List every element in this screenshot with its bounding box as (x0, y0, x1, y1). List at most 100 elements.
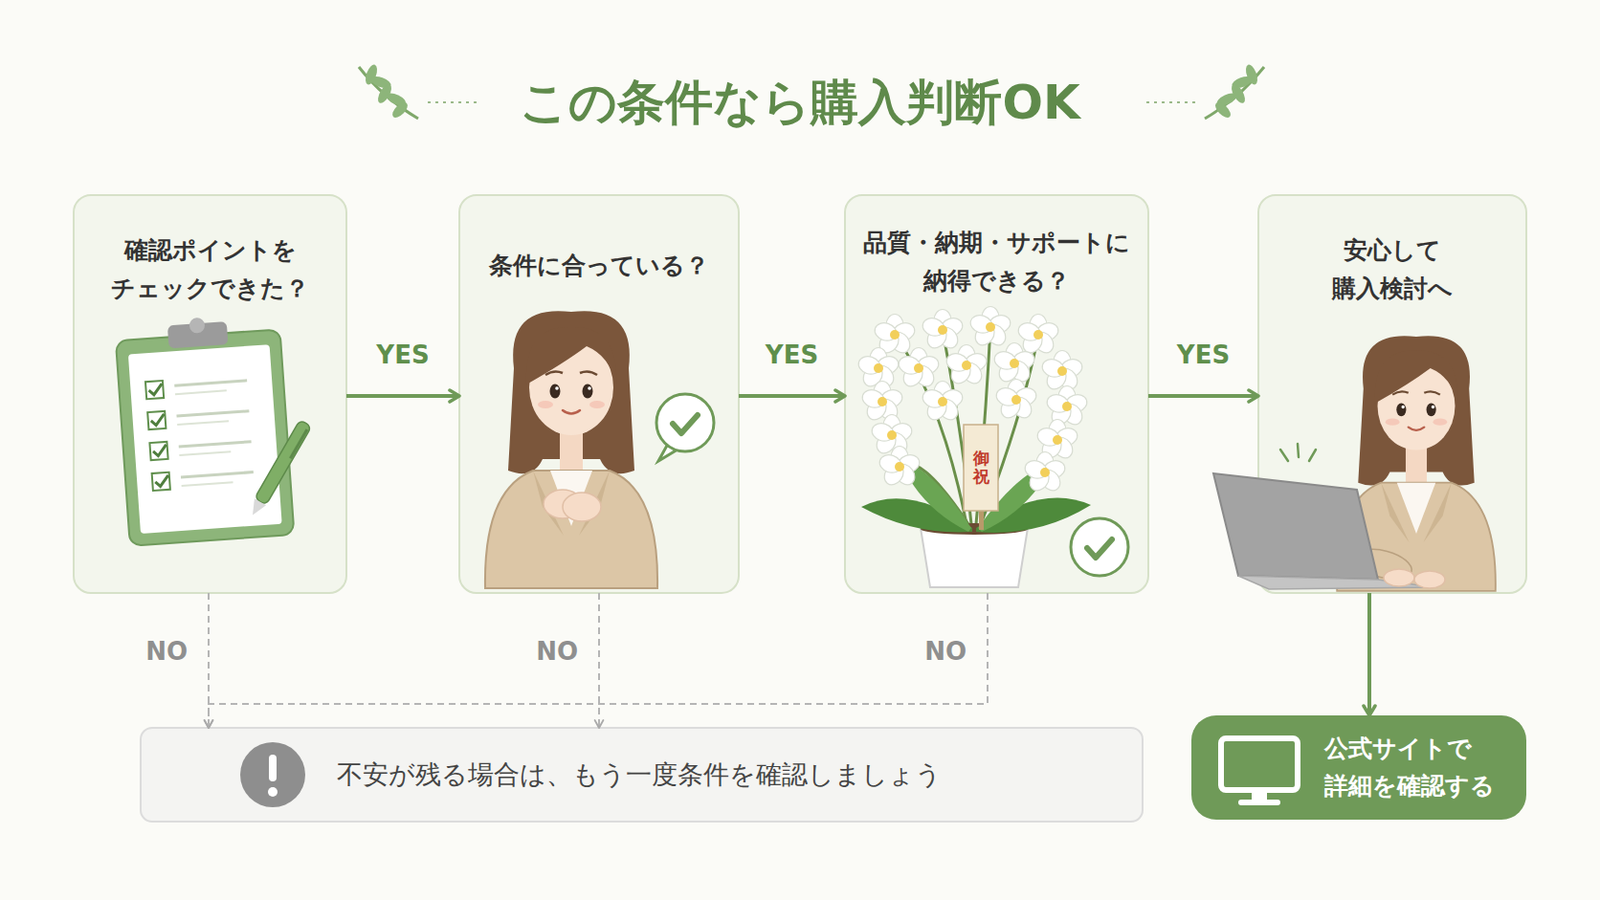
warning-icon (240, 742, 306, 808)
monitor-icon (1251, 792, 1267, 801)
node-text: 品質・納期・サポートに 納得できる？ (857, 223, 1137, 300)
clipboard-illustration (188, 317, 205, 334)
orchid-flower (860, 387, 887, 411)
decision-box: 条件に合っている？ (459, 195, 739, 594)
leaf-sprig (358, 63, 479, 121)
orchid-flower (894, 462, 905, 472)
flow-arrow (346, 394, 460, 399)
orchid-flower (961, 360, 972, 371)
warning-icon (240, 742, 306, 808)
orchid-flower (920, 381, 965, 424)
orchid-flower (1009, 358, 1020, 369)
clipboard-illustration (155, 475, 170, 488)
edge-label: YES (1177, 340, 1230, 371)
orchid-flower (896, 348, 941, 391)
orchid-flower (937, 397, 948, 407)
pen-illustration (254, 420, 312, 506)
orchid-flower (1040, 356, 1067, 380)
leaf-sprig (389, 99, 410, 120)
orchid-flower (1035, 425, 1062, 449)
orchid-flower (1040, 467, 1050, 478)
orchid-flower (1052, 435, 1063, 445)
orchid-flower (869, 415, 914, 458)
clipboard-illustration (153, 444, 168, 457)
orchid-flower (968, 312, 995, 336)
sign-text: 御祝 (973, 449, 990, 486)
monitor-icon (1221, 738, 1298, 806)
orchid-flower (1022, 452, 1067, 495)
dashed-arrow (598, 593, 600, 729)
orchid-flower (992, 343, 1037, 386)
edge-label: YES (765, 340, 819, 371)
leaf-sprig (1144, 101, 1196, 104)
leaf-sprig (1144, 63, 1265, 121)
orchid-flower (889, 330, 900, 340)
orchid-flower (856, 354, 883, 378)
node-text: 確認ポイントを チェックできた？ (90, 231, 331, 308)
orchid-flower (869, 421, 896, 445)
node-text: 不安が残る場合は、もう一度条件を確認しましょう (336, 756, 942, 794)
box-outline (459, 195, 739, 594)
orchid-flower (872, 320, 899, 344)
flow-arrow (738, 394, 845, 399)
orchid-flower (1057, 366, 1067, 377)
box-outline (140, 728, 1143, 823)
clipboard-illustration (177, 411, 250, 417)
orchid-flower (1016, 320, 1043, 344)
clipboard-illustration (114, 311, 295, 546)
leaf-sprig (1212, 99, 1233, 120)
orchid-flower (994, 385, 1021, 409)
orchid-flower (920, 315, 947, 339)
woman-laptop-illustration (1213, 473, 1378, 580)
box-outline (844, 195, 1149, 594)
woman-illustration (485, 311, 658, 589)
orchid-flower (1022, 458, 1049, 482)
diagram-title: この条件なら購入判断OK (0, 72, 1600, 133)
flow-arrow (1367, 593, 1372, 716)
edge-label: NO (924, 637, 967, 667)
orchid-illustration (856, 307, 1091, 589)
orchid-flower (887, 430, 897, 441)
check-mark (1070, 518, 1129, 577)
check-bubble (656, 394, 714, 452)
dashed-arrow (208, 593, 988, 729)
edge-label: NO (145, 637, 188, 667)
clipboard-illustration (150, 414, 165, 426)
dashed-arrow (207, 593, 210, 729)
decision-box: 確認ポイントを チェックできた？ (73, 195, 347, 594)
result-box: 安心して 購入検討へ (1258, 195, 1527, 594)
clipboard-illustration (174, 380, 247, 386)
node-text: 条件に合っている？ (474, 246, 724, 286)
orchid-flower (877, 397, 888, 407)
node-text: 安心して 購入検討へ (1296, 231, 1489, 308)
clipboard-illustration (152, 472, 171, 491)
orchid-flower (992, 349, 1019, 373)
warning-icon (267, 787, 278, 798)
orchid-flower (873, 363, 884, 374)
clipboard-illustration (175, 390, 227, 395)
woman-laptop-illustration (1213, 335, 1496, 592)
orchid-flower (994, 379, 1039, 423)
connector-layer (208, 396, 1370, 729)
orchid-flower (1011, 395, 1022, 405)
flow-arrow (1148, 394, 1259, 399)
woman-laptop-illustration (1309, 449, 1316, 462)
orchid-flower (920, 310, 965, 353)
clipboard-illustration (148, 383, 163, 396)
monitor-icon (1238, 800, 1281, 806)
clipboard-illustration (128, 344, 283, 534)
monitor-icon (1221, 738, 1298, 791)
woman-laptop-illustration (1383, 569, 1415, 587)
check-mark (1070, 518, 1129, 577)
warning-icon (268, 755, 277, 782)
woman-laptop-illustration (1297, 444, 1299, 458)
check-mark (1087, 539, 1112, 558)
orchid-flower (1062, 401, 1072, 412)
woman-laptop-illustration (1280, 449, 1289, 462)
orchid-flower (944, 345, 989, 388)
box-outline (1191, 715, 1527, 821)
orchid-flower (877, 452, 904, 476)
orchid-flower (856, 307, 1089, 495)
